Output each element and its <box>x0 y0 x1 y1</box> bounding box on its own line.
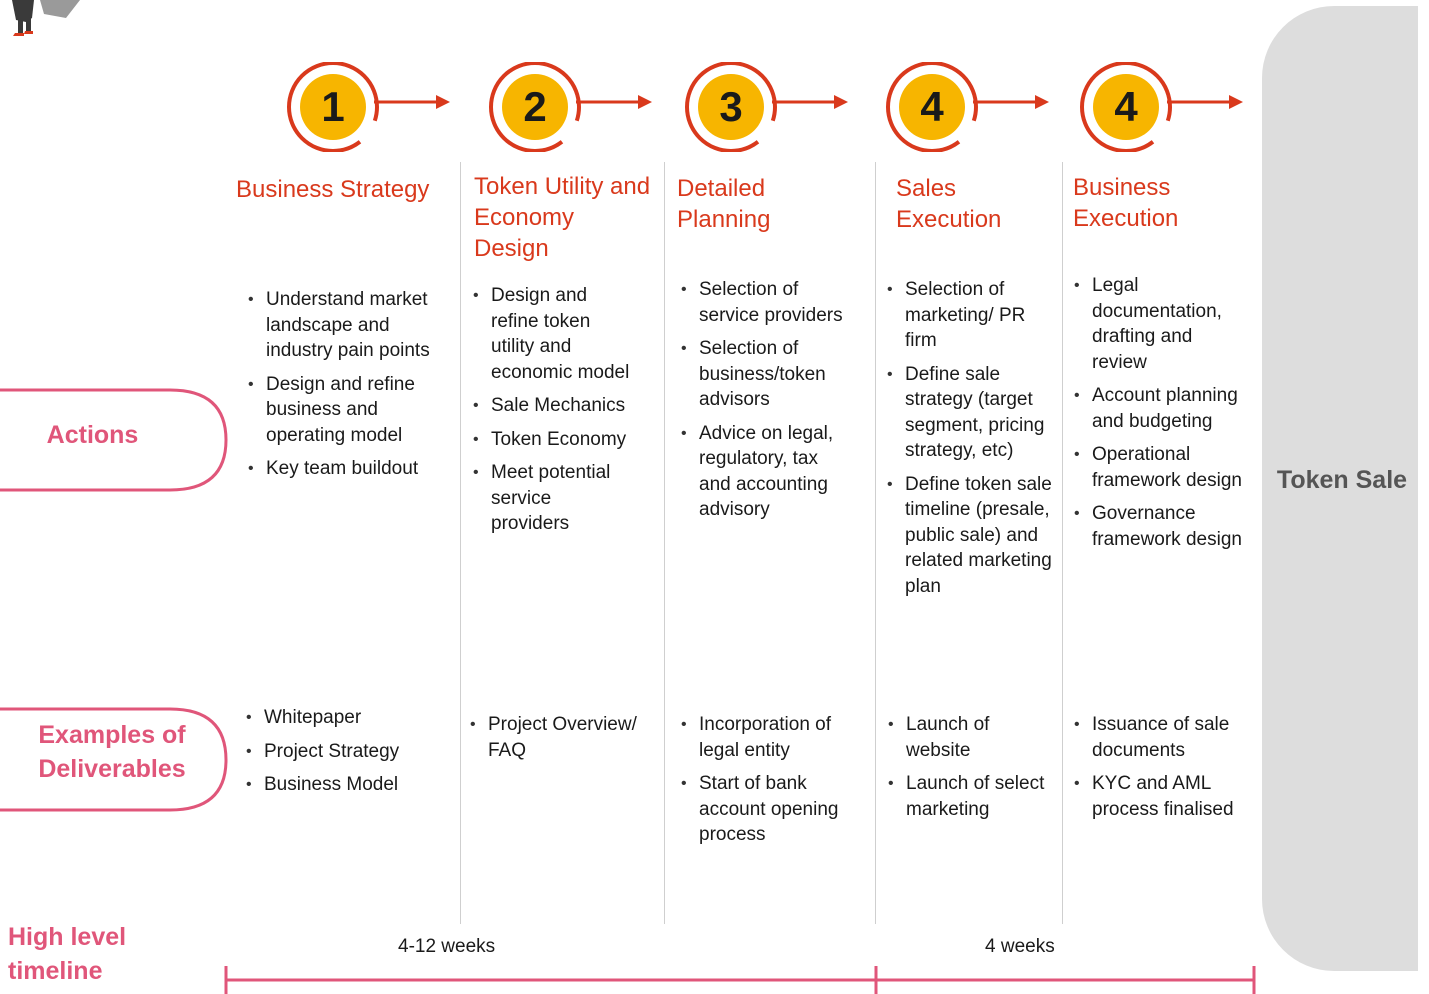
person-illustration <box>12 0 80 36</box>
list-item: Operational framework design <box>1072 442 1247 493</box>
column-divider <box>460 162 461 924</box>
deliverables-list-5: Issuance of sale documents KYC and AML p… <box>1072 712 1252 830</box>
list-item: Account planning and budgeting <box>1072 383 1247 434</box>
step-number: 1 <box>321 83 345 130</box>
actions-label-shape <box>0 388 228 492</box>
phase-title: Business Execution <box>1073 174 1179 232</box>
timeline-label: High level timeline <box>8 923 127 985</box>
step-number: 2 <box>523 83 547 130</box>
token-sale-label: Token Sale <box>1276 466 1408 494</box>
list-item: Design and refine token utility and econ… <box>471 283 631 385</box>
deliverables-label-shape <box>0 707 228 812</box>
list-item: Governance framework design <box>1072 501 1247 552</box>
step-circle-icon <box>685 62 848 152</box>
list-item: Project Overview/ FAQ <box>468 712 658 763</box>
list-item: Start of bank account opening process <box>679 771 859 848</box>
step-circle-icon <box>287 62 450 152</box>
step-circle-icon <box>1080 62 1243 152</box>
list-item: Selection of marketing/ PR firm <box>885 277 1055 354</box>
list-item: Design and refine business and operating… <box>246 372 436 449</box>
phase-title: Business Strategy <box>236 176 430 203</box>
phase-title: Detailed Planning <box>677 175 771 233</box>
list-item: Define sale strategy (target segment, pr… <box>885 362 1055 464</box>
step-number: 4 <box>1114 83 1138 130</box>
list-item: Launch of website <box>886 712 1046 763</box>
step-5: 4 <box>1063 62 1243 152</box>
list-item: Key team buildout <box>246 456 436 482</box>
step-circle-icon <box>886 62 1049 152</box>
list-item: Meet potential service providers <box>471 460 631 537</box>
list-item: Understand market landscape and industry… <box>246 287 436 364</box>
list-item: Sale Mechanics <box>471 393 631 419</box>
list-item: Project Strategy <box>244 739 454 765</box>
step-1: 1 <box>270 62 450 152</box>
list-item: KYC and AML process finalised <box>1072 771 1252 822</box>
actions-list-1: Understand market landscape and industry… <box>246 287 436 490</box>
token-sale-panel <box>1262 6 1418 971</box>
list-item: Token Economy <box>471 427 631 453</box>
list-item: Advice on legal, regulatory, tax and acc… <box>679 421 849 523</box>
deliverables-list-3: Incorporation of legal entity Start of b… <box>679 712 859 856</box>
actions-list-3: Selection of service providers Selection… <box>679 277 849 531</box>
list-item: Business Model <box>244 772 454 798</box>
list-item: Define token sale timeline (presale, pub… <box>885 472 1055 600</box>
step-4: 4 <box>869 62 1049 152</box>
list-item: Selection of service providers <box>679 277 849 328</box>
list-item: Legal documentation, drafting and review <box>1072 273 1247 375</box>
actions-list-4: Selection of marketing/ PR firm Define s… <box>885 277 1055 607</box>
step-3: 3 <box>668 62 848 152</box>
step-number: 3 <box>719 83 743 130</box>
list-item: Issuance of sale documents <box>1072 712 1252 763</box>
actions-list-5: Legal documentation, drafting and review… <box>1072 273 1247 560</box>
deliverables-list-2: Project Overview/ FAQ <box>468 712 658 771</box>
phase-title: Sales Execution <box>896 175 1002 233</box>
column-divider <box>1062 162 1063 924</box>
phase-title: Token Utility and Economy Design <box>474 173 651 262</box>
list-item: Incorporation of legal entity <box>679 712 859 763</box>
list-item: Selection of business/token advisors <box>679 336 849 413</box>
timeline-segment-2: 4 weeks <box>985 936 1055 957</box>
column-divider <box>875 162 876 924</box>
deliverables-list-1: Whitepaper Project Strategy Business Mod… <box>244 705 454 806</box>
list-item: Launch of select marketing <box>886 771 1046 822</box>
deliverables-list-4: Launch of website Launch of select marke… <box>886 712 1046 830</box>
actions-list-2: Design and refine token utility and econ… <box>471 283 631 545</box>
list-item: Whitepaper <box>244 705 454 731</box>
column-divider <box>664 162 665 924</box>
step-2: 2 <box>472 62 652 152</box>
step-number: 4 <box>920 83 944 130</box>
timeline-segment-1: 4-12 weeks <box>398 936 496 957</box>
deliverables-label: Examples of Deliverables <box>38 721 186 783</box>
actions-label: Actions <box>46 421 139 449</box>
step-circle-icon <box>489 62 652 152</box>
